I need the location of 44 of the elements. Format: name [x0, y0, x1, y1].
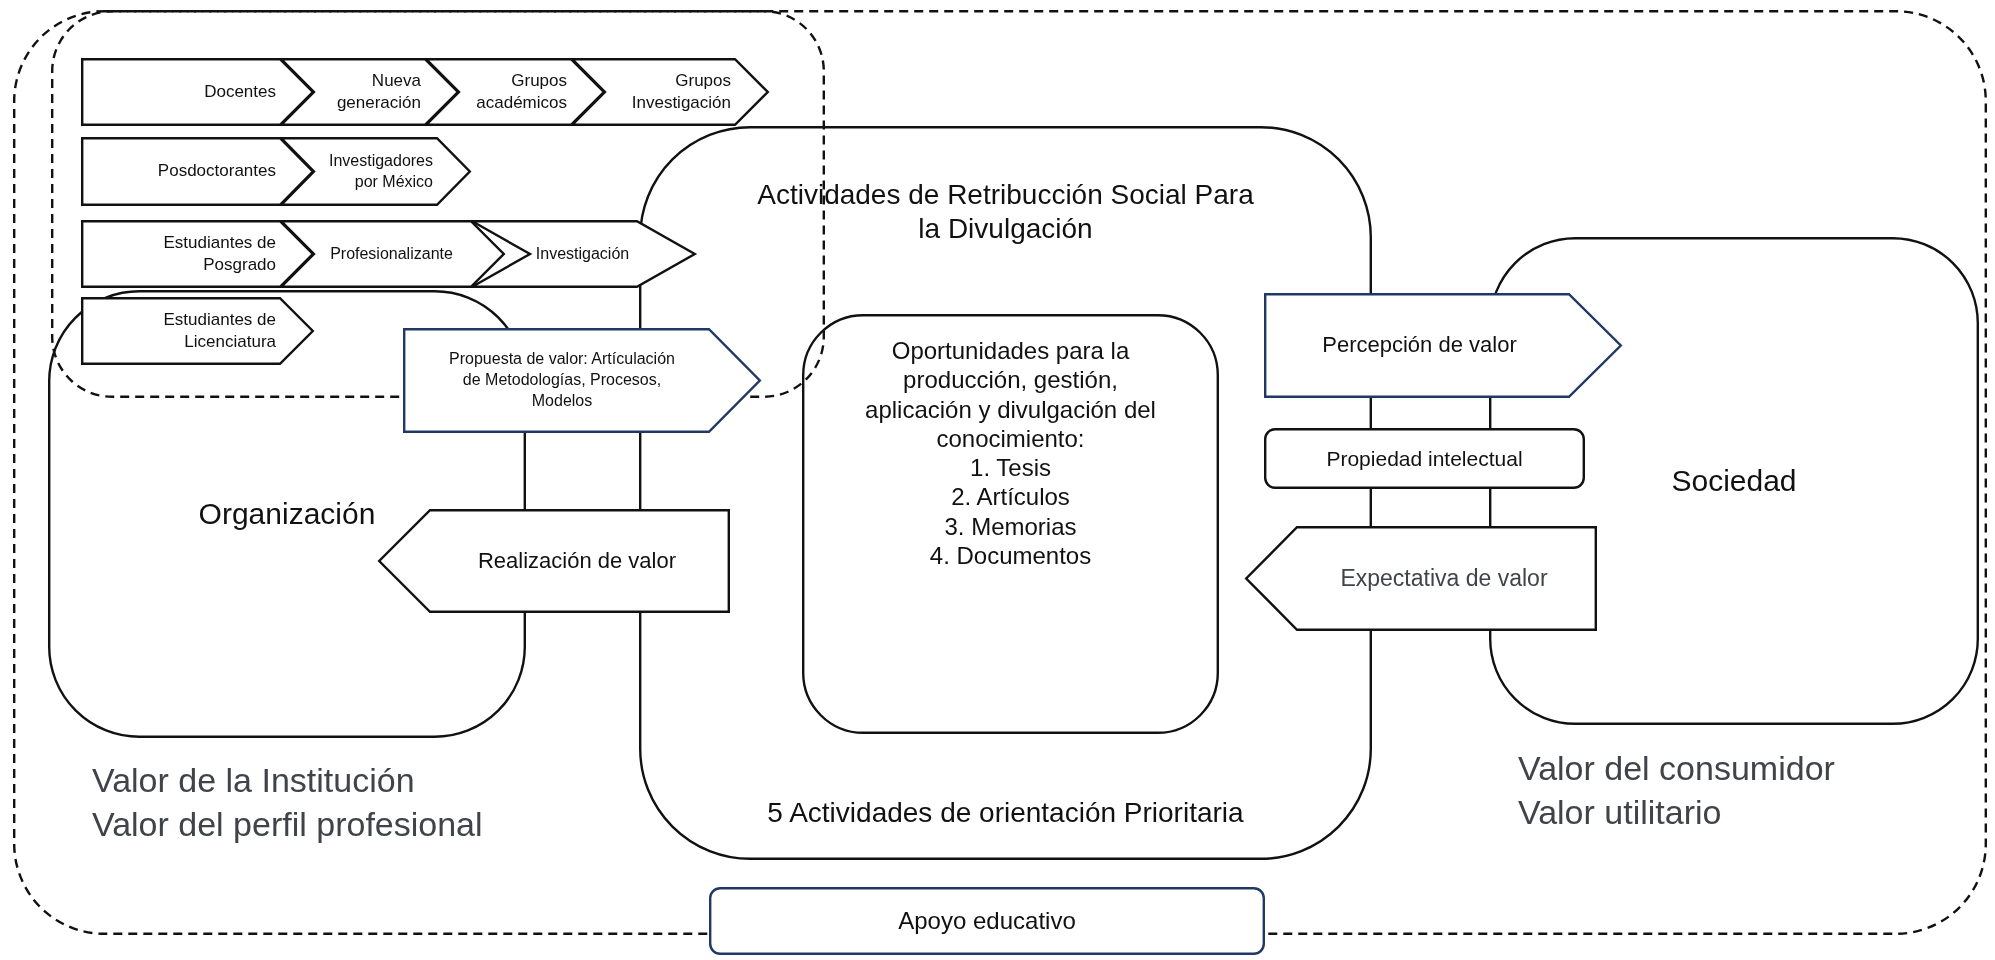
list-item: 1. Tesis	[970, 453, 1051, 483]
chevron-box	[403, 328, 761, 433]
chevron-box	[471, 220, 696, 288]
node-label: Nueva generación	[335, 69, 421, 114]
list-item: 3. Memorias	[944, 511, 1077, 541]
left-arrow-box	[378, 509, 730, 613]
node-label: Docentes	[204, 80, 276, 103]
node-label: Estudiantes de Licenciatura	[162, 308, 276, 353]
node-label: Estudiantes de Posgrado	[162, 231, 276, 276]
chevron-box	[280, 58, 459, 126]
caption-text: Valor de la Institución	[92, 760, 415, 801]
node-label: Realización de valor	[477, 547, 677, 575]
node-label: Grupos Investigación	[630, 69, 731, 114]
chevron-box	[81, 58, 314, 126]
node-label: Investigadores por México	[327, 150, 433, 192]
box-heading: Actividades de Retribucción Social Para la Divulgación	[756, 178, 1255, 247]
node-label: Apoyo educativo	[898, 906, 1076, 936]
rounded-box	[1264, 428, 1585, 489]
chevron-box	[81, 137, 314, 206]
chevron-box	[280, 137, 471, 206]
node-label: Investigación	[535, 243, 630, 264]
rounded-box	[709, 887, 1265, 955]
list-item: 4. Documentos	[929, 540, 1092, 571]
caption-text: Valor del perfil profesional	[92, 804, 483, 845]
dashed-region	[13, 10, 1987, 935]
node-label: Grupos académicos	[475, 69, 567, 114]
node-label: Posdoctorantes	[157, 160, 276, 183]
node-label: Organización	[198, 495, 376, 532]
chevron-box	[81, 220, 314, 288]
caption-text: Valor utilitario	[1518, 792, 1722, 833]
node-label: Sociedad	[1671, 462, 1797, 499]
node-label: Percepción de valor	[1322, 332, 1517, 359]
node-label: Propiedad intelectual	[1326, 445, 1523, 472]
chevron-box	[81, 297, 314, 365]
left-arrow-box	[1245, 526, 1597, 631]
list-item: 2. Artículos	[951, 482, 1070, 512]
node-label: Oportunidades para la producción, gestión, aplicación y divulgación del conocimiento:	[864, 336, 1157, 454]
rounded-box	[802, 314, 1219, 734]
chevron-box	[1264, 293, 1622, 398]
chevron-box	[571, 58, 769, 126]
node-label: Propuesta de valor: Artículación de Metodologías, Procesos, Modelos	[448, 349, 676, 411]
box-footer: 5 Actividades de orientación Prioritaria	[767, 795, 1244, 830]
node-label: Expectativa de valor	[1340, 564, 1548, 593]
caption-text: Valor del consumidor	[1518, 748, 1835, 789]
